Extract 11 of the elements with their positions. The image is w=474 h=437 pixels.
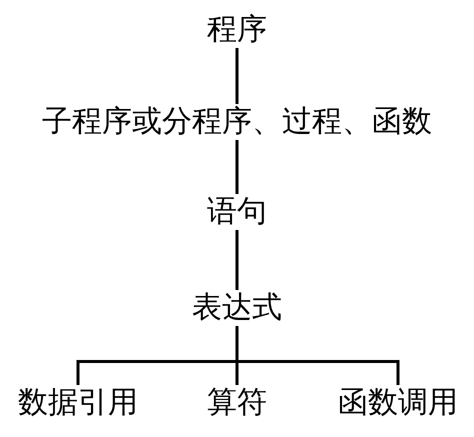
node-label: 子程序或分程序、过程、函数 (40, 104, 434, 140)
connector-line (236, 230, 238, 290)
node-label: 函数调用 (336, 385, 460, 421)
connector-line (236, 48, 238, 104)
connector-line (236, 326, 400, 385)
node-label: 表达式 (190, 290, 284, 326)
connector-line (236, 140, 238, 194)
node-label: 数据引用 (16, 385, 140, 421)
node-label: 语句 (205, 194, 269, 230)
node-label: 算符 (205, 385, 269, 421)
node-label: 程序 (205, 12, 269, 48)
